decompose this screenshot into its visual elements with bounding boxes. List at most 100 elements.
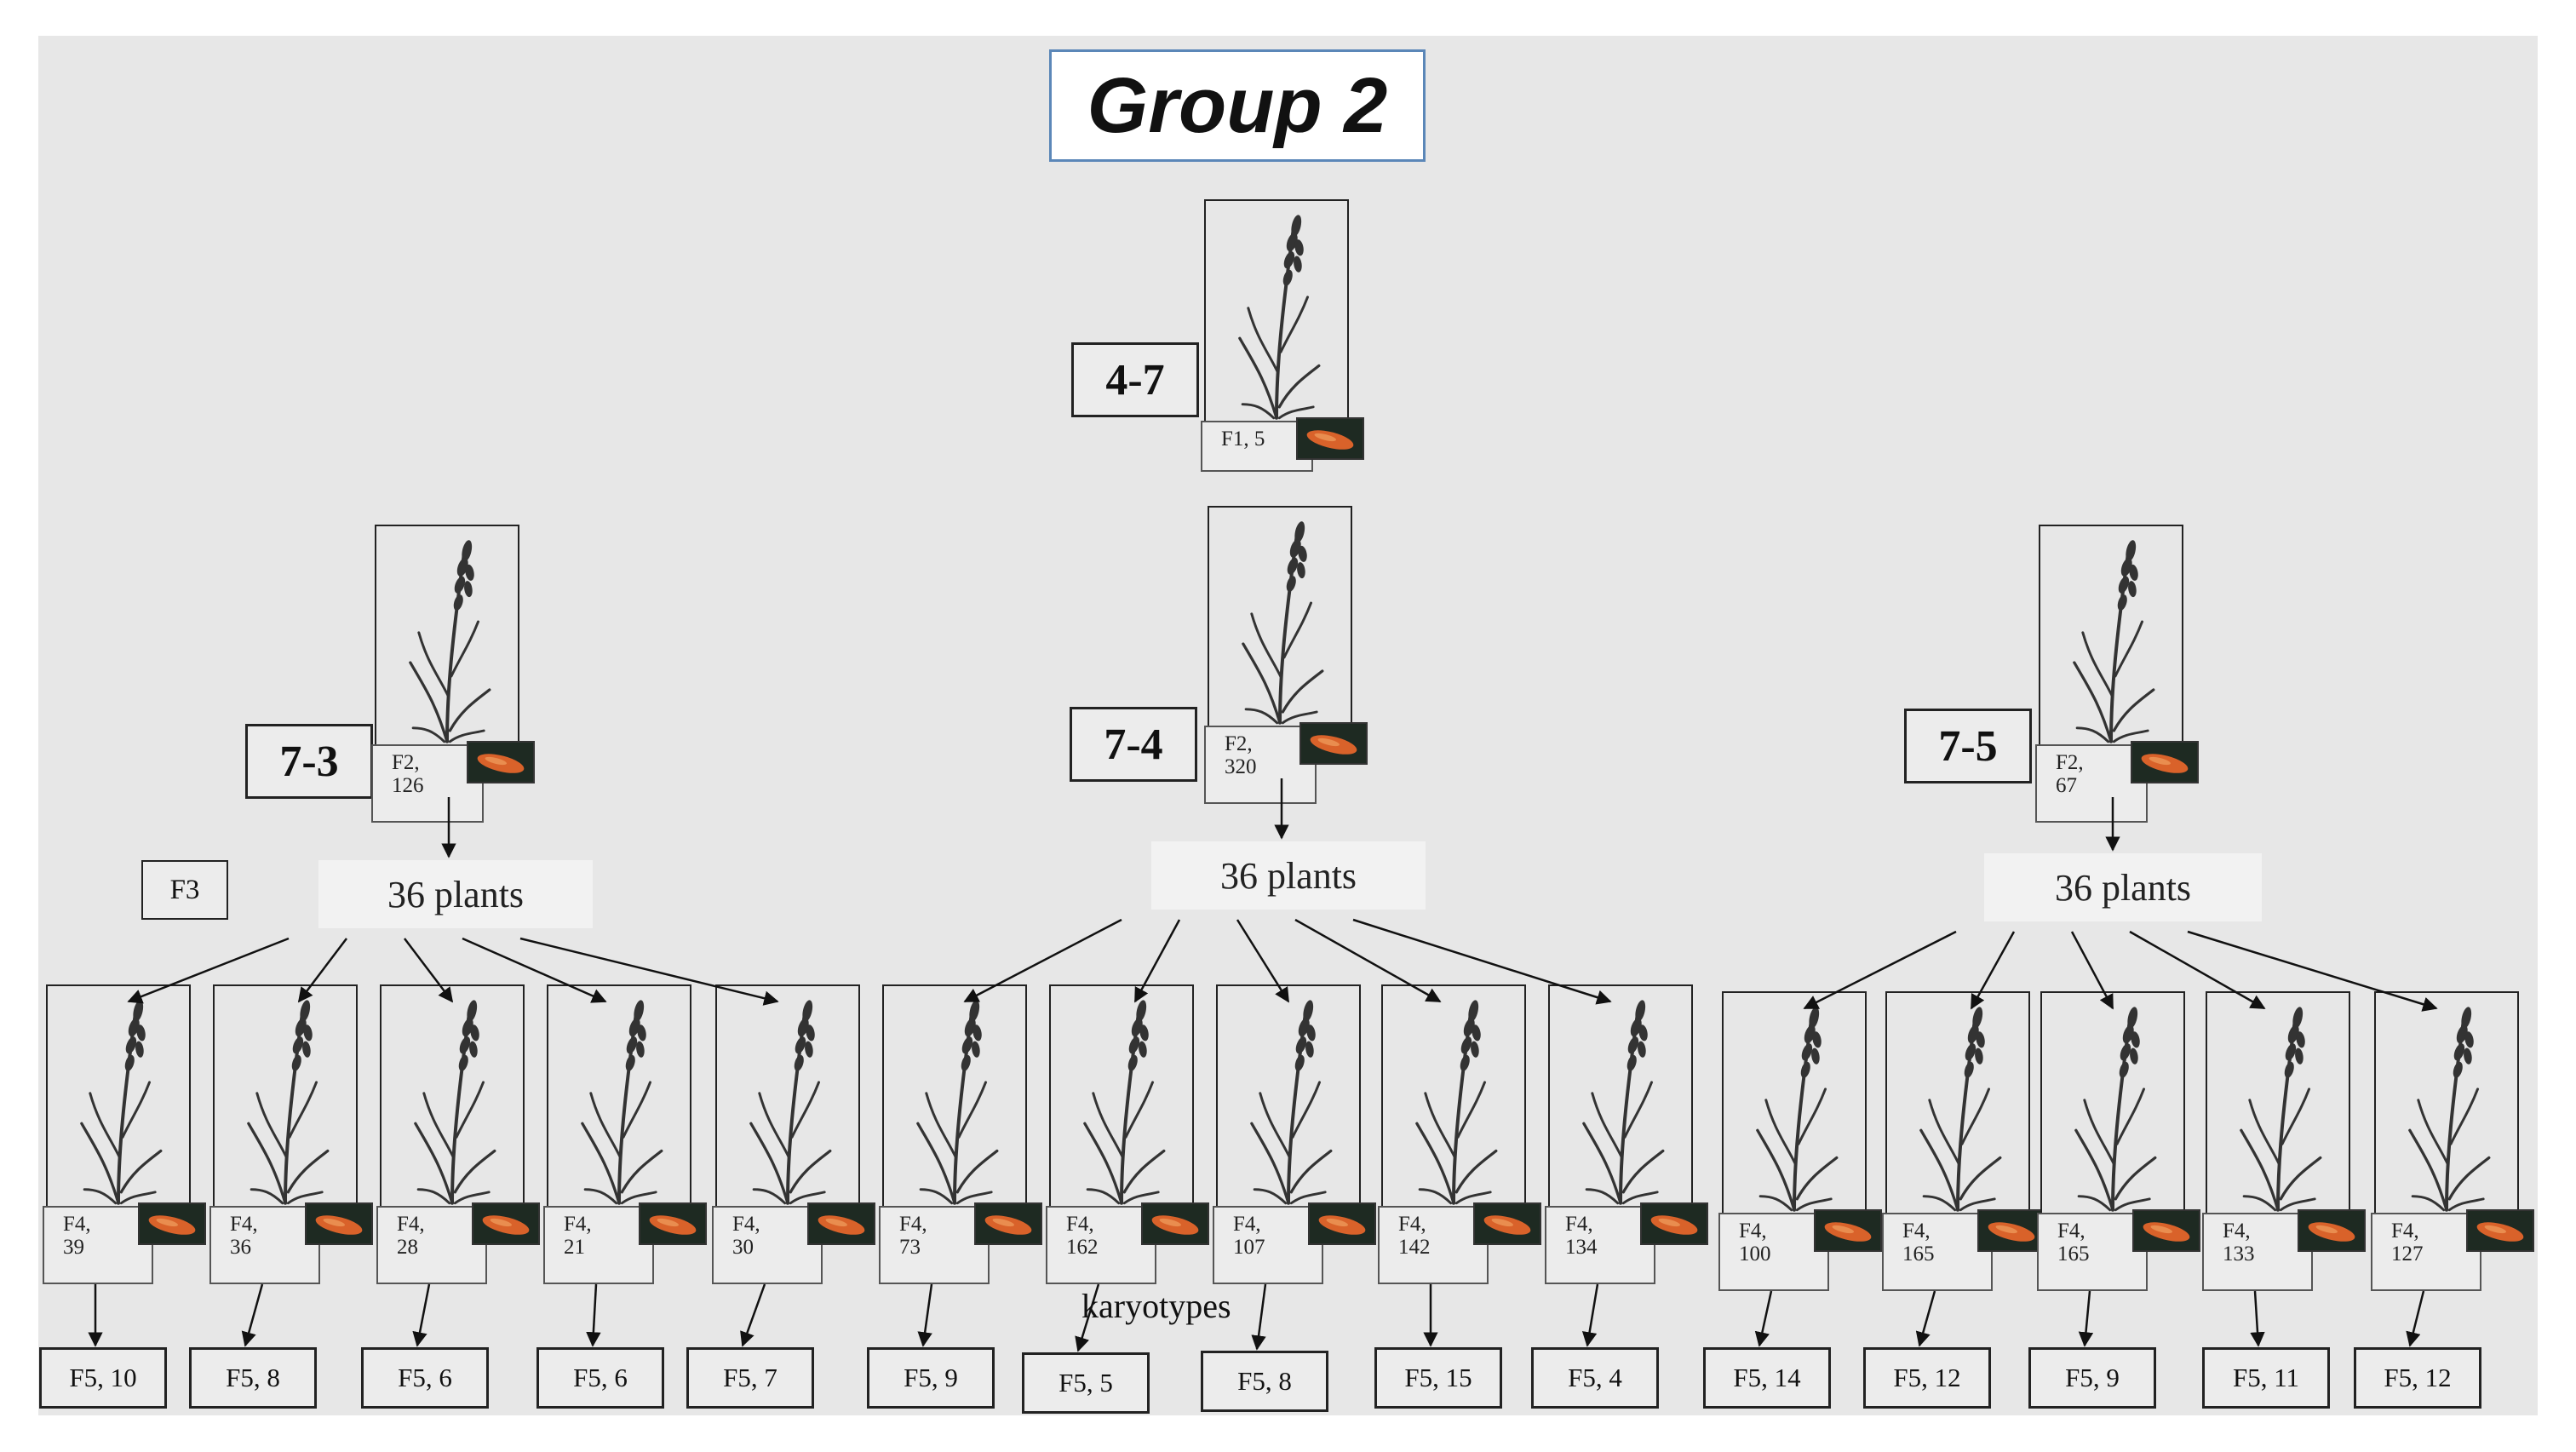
child-node-label-line: F4,: [1739, 1220, 1767, 1243]
child-node-label: F4,107: [1213, 1206, 1323, 1284]
diagram-title: Group 2: [1049, 49, 1426, 162]
root-plant: [1204, 199, 1349, 422]
child-node-label: F4,165: [1882, 1213, 1993, 1291]
child-node-seed: [1141, 1202, 1209, 1245]
child-node-seed: [1473, 1202, 1541, 1245]
child-node-label-line: 100: [1739, 1243, 1771, 1265]
branch-parent-label-line: 126: [392, 774, 424, 797]
wheat-plant-icon: [1083, 1000, 1166, 1205]
child-node-label: F4,39: [43, 1206, 153, 1284]
child-node-seed: [472, 1202, 540, 1245]
child-node-plant: [547, 984, 691, 1208]
child-node-label-line: 162: [1066, 1236, 1099, 1259]
seed-photo-icon: [140, 1204, 204, 1243]
wheat-plant-icon: [1919, 1007, 2002, 1212]
seed-photo-icon: [468, 743, 533, 782]
child-node-label-line: F4,: [2057, 1220, 2085, 1243]
f5-box: F5, 6: [361, 1347, 489, 1409]
seed-photo-icon: [2299, 1211, 2364, 1250]
child-node-label-line: F4,: [397, 1213, 425, 1236]
tag-4-7: 4-7: [1071, 342, 1199, 417]
child-node-label-line: F4,: [899, 1213, 927, 1236]
wheat-plant-icon: [749, 1000, 832, 1205]
wheat-plant-icon: [2408, 1007, 2491, 1212]
branch-parent-label: F2,126: [371, 744, 484, 823]
child-node-plant: [2206, 991, 2350, 1214]
seed-photo-icon: [1475, 1204, 1540, 1243]
wheat-plant-icon: [247, 1000, 330, 1205]
f5-box: F5, 9: [2028, 1347, 2156, 1409]
child-node-label-line: 133: [2223, 1243, 2255, 1265]
child-node-label: F4,165: [2037, 1213, 2148, 1291]
child-node-plant: [213, 984, 358, 1208]
seed-photo-icon: [1979, 1211, 2044, 1250]
branch-parent-label: F2,320: [1204, 726, 1317, 804]
f5-box: F5, 4: [1531, 1347, 1659, 1409]
child-node-label-line: F4,: [2223, 1220, 2251, 1243]
child-node-plant: [1722, 991, 1867, 1214]
seed-photo-icon: [1816, 1211, 1880, 1250]
child-node-label-line: F4,: [1066, 1213, 1094, 1236]
child-node-plant: [1216, 984, 1361, 1208]
plants-count-label: 36 plants: [1151, 841, 1426, 910]
f5-box: F5, 5: [1022, 1352, 1150, 1414]
child-node-label: F4,21: [543, 1206, 654, 1284]
seed-photo-icon: [1298, 419, 1363, 458]
child-node-label-line: F4,: [230, 1213, 258, 1236]
f5-box: F5, 9: [867, 1347, 995, 1409]
child-node-label-line: 165: [2057, 1243, 2090, 1265]
f5-box: F5, 7: [686, 1347, 814, 1409]
child-node-label-line: 165: [1902, 1243, 1935, 1265]
child-node-seed: [138, 1202, 206, 1245]
root-label-line: F1, 5: [1221, 428, 1265, 451]
child-node-label: F4,142: [1378, 1206, 1489, 1284]
child-node-label-line: F4,: [1902, 1220, 1931, 1243]
wheat-plant-icon: [1250, 1000, 1333, 1205]
child-node-plant: [882, 984, 1027, 1208]
child-node-plant: [46, 984, 191, 1208]
child-node-label: F4,100: [1718, 1213, 1829, 1291]
wheat-plant-icon: [2240, 1007, 2322, 1212]
branch-parent-label: F2,67: [2035, 744, 2148, 823]
child-node-label: F4,73: [879, 1206, 990, 1284]
seed-photo-icon: [1143, 1204, 1208, 1243]
child-node-plant: [715, 984, 860, 1208]
child-node-seed: [2298, 1209, 2366, 1252]
child-node-label: F4,127: [2371, 1213, 2481, 1291]
child-node-seed: [305, 1202, 373, 1245]
wheat-plant-icon: [2074, 1007, 2157, 1212]
branch-parent-label-line: 67: [2056, 774, 2077, 797]
child-node-label-line: 107: [1233, 1236, 1265, 1259]
f5-box: F5, 14: [1703, 1347, 1831, 1409]
seed-photo-icon: [307, 1204, 371, 1243]
branch-parent-seed: [467, 741, 535, 783]
f5-box: F5, 8: [189, 1347, 317, 1409]
plants-count-label: 36 plants: [318, 860, 593, 928]
seed-photo-icon: [2132, 743, 2197, 782]
root-label: F1, 5: [1201, 421, 1313, 472]
branch-parent-label-line: 320: [1225, 755, 1257, 778]
plants-count-label: 36 plants: [1984, 853, 2262, 921]
child-node-label: F4,28: [376, 1206, 487, 1284]
f5-box: F5, 12: [2354, 1347, 2481, 1409]
seed-photo-icon: [1301, 724, 1366, 763]
child-node-label-line: F4,: [1398, 1213, 1426, 1236]
child-node-seed: [1308, 1202, 1376, 1245]
child-node-label-line: 142: [1398, 1236, 1431, 1259]
wheat-plant-icon: [916, 1000, 999, 1205]
branch-parent-seed: [1299, 722, 1368, 765]
child-node-seed: [974, 1202, 1042, 1245]
branch-parent-label-line: F2,: [1225, 732, 1253, 755]
child-node-plant: [1381, 984, 1526, 1208]
f5-box: F5, 8: [1201, 1351, 1328, 1412]
child-node-label-line: F4,: [564, 1213, 592, 1236]
child-node-label: F4,133: [2202, 1213, 2313, 1291]
child-node-label: F4,36: [209, 1206, 320, 1284]
child-node-plant: [2040, 991, 2185, 1214]
seed-photo-icon: [1310, 1204, 1374, 1243]
karyotypes-label: karyotypes: [1080, 1287, 1233, 1325]
f5-box: F5, 11: [2202, 1347, 2330, 1409]
child-node-label-line: F4,: [2391, 1220, 2419, 1243]
f5-box: F5, 15: [1374, 1347, 1502, 1409]
